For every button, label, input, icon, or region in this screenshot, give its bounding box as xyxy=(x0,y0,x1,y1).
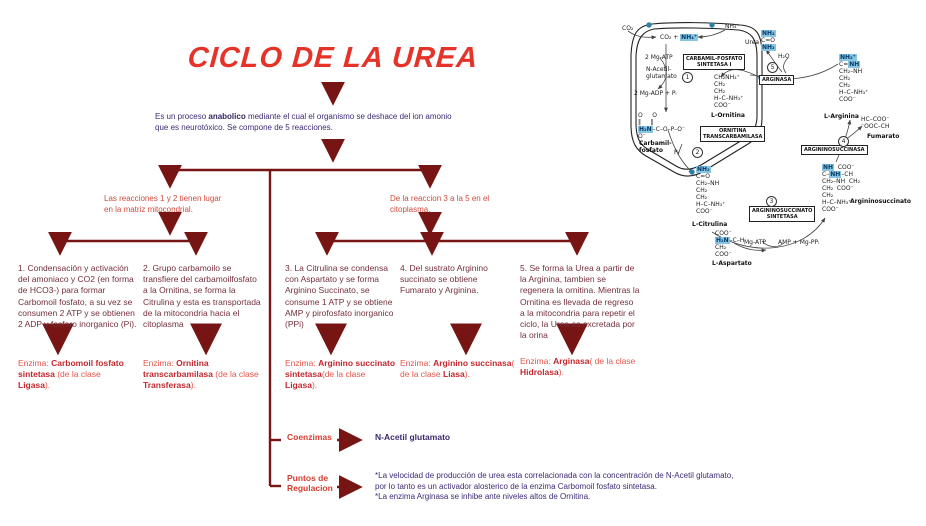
enzyme-5-prefix: Enzima: xyxy=(520,356,554,366)
co2-nh4-input-label: CO₂ + NH₄⁺ xyxy=(660,34,699,41)
enzyme-5-mid: ( de la clase xyxy=(589,356,636,366)
page-title: CICLO DE LA UREA xyxy=(186,42,480,74)
biochem-cycle-diagram: CO₂ NH₄⁺ CO₂ + NH₄⁺ 2 Mg-ATP N-Acetil-gl… xyxy=(612,0,926,280)
enzyme-1-caption: Enzima: Carbomoil fosfato sintetasa (de … xyxy=(18,358,134,392)
enzyme-5-suffix: ). xyxy=(558,367,564,378)
aspartate-name: L-Aspartato xyxy=(712,260,752,267)
pi-label: Pᵢ xyxy=(674,149,679,156)
coenzyme-value: N-Acetil glutamato xyxy=(375,432,451,442)
regulation-label: Puntos de Regulacion xyxy=(287,473,333,493)
amp-ppi-label: AMP + Mg-PPᵢ xyxy=(778,239,820,246)
enzyme-3-suffix: ). xyxy=(311,380,318,391)
adp-output-label: 2 Mg-ADP + Pᵢ xyxy=(634,90,677,97)
enzyme-2-suffix: ). xyxy=(190,380,196,391)
enzyme-1-mid: (de la clase xyxy=(54,369,101,380)
step-2-number: 2 xyxy=(692,147,703,158)
atp-input-label: 2 Mg-ATP xyxy=(645,54,673,61)
enzyme-5-class: Hidrolasa xyxy=(520,367,559,378)
h2o-label: H₂O xyxy=(778,53,790,60)
enzyme-2-name: Ornitina transcarbamilasa xyxy=(143,358,213,380)
arginase-enzyme-box: ARGINASA xyxy=(759,75,795,85)
enzyme-3-class: Ligasa xyxy=(285,380,312,391)
enzyme-3-prefix: Enzima: xyxy=(285,358,319,368)
enzyme-4-class: Liasa xyxy=(443,369,465,380)
enzyme-2-caption: Enzima: Ornitina transcarbamilasa (de la… xyxy=(143,358,263,392)
coenzymes-label: Coenzimas xyxy=(287,432,332,442)
co2-outside-label: CO₂ xyxy=(622,25,634,32)
reaction-1-text: 1. Condensación y activación del amoniac… xyxy=(18,263,137,330)
step-5-number: 5 xyxy=(767,62,778,73)
enzyme-1-class: Ligasa xyxy=(18,380,45,391)
enzyme-2-class: Transferasa xyxy=(143,380,191,391)
enzyme-1-suffix: ). xyxy=(44,380,51,391)
carbamoyl-phosphate-name: Carbamil-fosfato xyxy=(639,140,672,154)
fumarate-name: Fumarato xyxy=(867,133,900,140)
intro-pre: Es un proceso xyxy=(155,112,209,121)
asl-enzyme-box: ARGININOSUCCINASA xyxy=(801,145,868,155)
enzyme-2-mid: (de la clase xyxy=(212,369,259,380)
mg-atp-label: Mg-ATP xyxy=(744,239,766,246)
fumarate-structure: HC–COO⁻⁻OOC–CH xyxy=(861,116,890,130)
enzyme-4-name: Arginino succinasa xyxy=(433,358,512,368)
arginine-name: L-Arginina xyxy=(824,113,859,120)
citrulline-name: L-Citrulina xyxy=(692,221,728,228)
enzyme-1-prefix: Enzima: xyxy=(18,358,52,368)
enzyme-5-name: Arginasa xyxy=(553,356,590,366)
n-acetyl-glutamate-label: N-Acetil-glutamato xyxy=(646,66,677,80)
enzyme-3-mid: (de la clase xyxy=(321,369,366,380)
reaction-2-text: 2. Grupo carbamoilo se transfiere del ca… xyxy=(143,263,261,330)
enzyme-4-prefix: Enzima: xyxy=(400,358,434,368)
argininosuccinate-name: Argininosuccinato xyxy=(850,198,911,205)
ornithine-name: L-Ornitina xyxy=(711,112,745,119)
step-4-number: 4 xyxy=(838,136,849,147)
reaction-5-text: 5. Se forma la Urea a partir de la Argin… xyxy=(520,263,640,341)
urea-name: Urea xyxy=(745,39,760,46)
enzyme-4-mid: ( de la clase xyxy=(400,358,515,380)
step-3-number: 3 xyxy=(766,196,777,207)
enzyme-4-caption: Enzima: Arginino succinasa( de la clase … xyxy=(400,358,518,380)
branch-cytoplasm-label: De la reaccion 3 a la 5 en el citoplasma… xyxy=(390,194,490,214)
carbamoyl-phosphate-structure: O O‖ ‖H₂N–C–O–P–O⁻O⁻ xyxy=(638,112,686,140)
enzyme-4-suffix: ). xyxy=(464,369,470,380)
nh4-outside-label: NH₄⁺ xyxy=(725,23,740,30)
reaction-3-text: 3. La Citrulina se condensa con Aspartat… xyxy=(285,263,394,330)
intro-text: Es un proceso anabolico mediante el cual… xyxy=(155,112,467,133)
regulation-points: *La velocidad de producción de urea esta… xyxy=(375,471,734,501)
branch-mitochondria-label: Las reacciones 1 y 2 tienen lugar en la … xyxy=(104,194,222,214)
enzyme-2-prefix: Enzima: xyxy=(143,358,177,368)
intro-post: mediante el cual el organismo se deshace… xyxy=(155,112,452,132)
enzyme-3-caption: Enzima: Arginino succinato sintetasa(de … xyxy=(285,358,397,392)
enzyme-5-caption: Enzima: Arginasa( de la clase Hidrolasa)… xyxy=(520,356,638,378)
enzyme-1-name: Carbomoil fosfato sintetasa xyxy=(18,358,124,380)
reaction-4-text: 4. Del sustrato Arginino succinato se ob… xyxy=(400,263,488,296)
step-1-number: 1 xyxy=(682,72,693,83)
intro-keyword: anabolico xyxy=(208,112,246,121)
enzyme-3-name: Arginino succinato sintetasa xyxy=(285,358,396,380)
